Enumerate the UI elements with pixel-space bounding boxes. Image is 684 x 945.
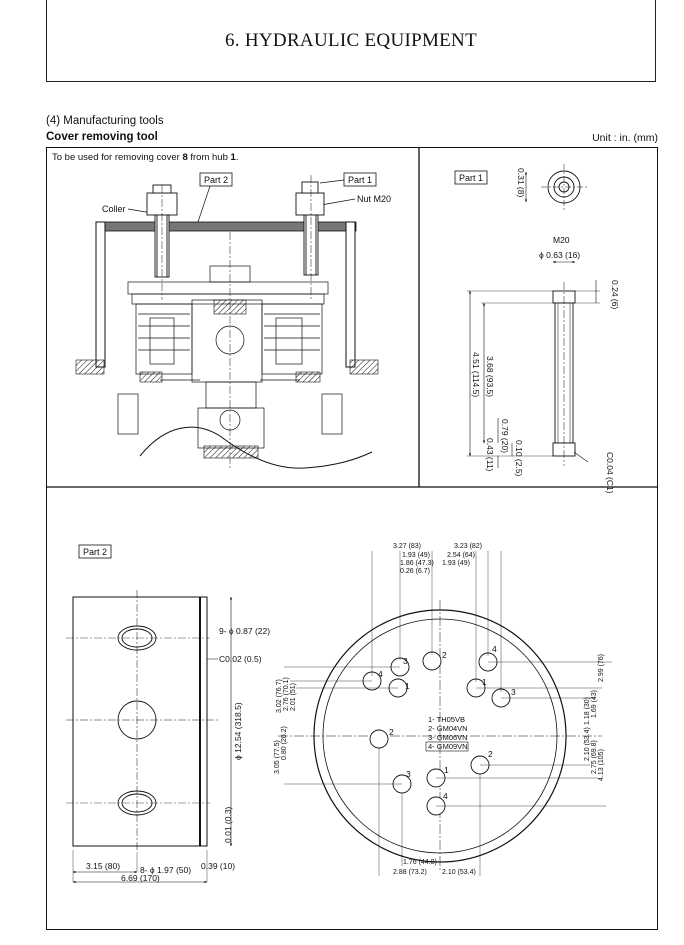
svg-text:4: 4 [492, 644, 497, 654]
assembly-view: To be used for removing cover 8 from hub… [52, 152, 391, 470]
part2-right-dim-4: 2.10 (53.4) [584, 727, 591, 761]
part2-width-1: 3.15 (80) [86, 861, 120, 871]
legend-item-2: 2- GM04VN [428, 724, 468, 733]
part1-tag: Part 1 [459, 173, 483, 183]
part1-view: Part 1 0.31 (8) M20 ϕ 0.63 (16) 4.51 (11… [454, 164, 620, 494]
unit-label: Unit : in. (mm) [592, 132, 658, 144]
svg-text:2: 2 [488, 749, 493, 759]
part2-tag: Part 2 [83, 547, 107, 557]
part1-dia: ϕ 0.63 (16) [539, 250, 580, 260]
svg-text:1: 1 [405, 681, 410, 691]
part1-top-thickness: 0.31 (8) [516, 168, 526, 197]
svg-text:2: 2 [442, 650, 447, 660]
part2-top-dims: 3.27 (83) 3.23 (82) 1.93 (49) 2.54 (64) … [371, 543, 502, 692]
part2-thickness: 0.39 (10) [201, 861, 235, 871]
part2-right-dim-6: 4.13 (105) [598, 749, 605, 781]
part2-left-dim-2: 2.76 (70.1) [283, 677, 290, 711]
section-heading: (4) Manufacturing tools [46, 115, 164, 127]
part2-bottom-dims: 1.76 (44.8) 2.88 (73.2) 2.10 (53.4) [378, 748, 481, 876]
coller-label: Coller [102, 204, 126, 214]
svg-text:4: 4 [443, 791, 448, 801]
svg-text:3: 3 [403, 656, 408, 666]
part2-bottom-dim-1: 1.76 (44.8) [403, 859, 437, 866]
part2-callout-box [199, 172, 233, 187]
legend-item-3: 3- GM06VN [428, 733, 468, 742]
part2-bore: 8- ϕ 1.97 (50) [140, 865, 191, 875]
svg-text:3: 3 [406, 769, 411, 779]
part2-top-dim-3: 1.93 (49) [402, 552, 430, 559]
part2-right-dim-5: 2.75 (69.8) [591, 740, 598, 774]
part2-top-dim-4: 2.54 (64) [447, 552, 475, 559]
svg-text:4: 4 [378, 669, 383, 679]
part1-d2: 0.10 (2.5) [514, 440, 524, 477]
part1-d1: 0.79 (20) [500, 419, 510, 453]
svg-text:1: 1 [482, 677, 487, 687]
part2-chamfer: C0.02 (0.5) [219, 654, 262, 664]
svg-text:2: 2 [389, 727, 394, 737]
tool-title: Cover removing tool [46, 131, 158, 143]
part2-top-dim-7: 0.26 (6.7) [400, 568, 430, 575]
part1-head: 0.24 (6) [610, 280, 620, 309]
part1-length-a: 3.68 (93.5) [485, 356, 495, 397]
part1-tag-box [454, 170, 488, 185]
part1-thread: M20 [553, 235, 570, 245]
part2-bottom-dim-2: 2.88 (73.2) [393, 869, 427, 876]
port-legend: 1- TH05VB 2- GM04VN 3- GM06VN 4- GM09VN [425, 715, 469, 752]
part1-d3: 0.43 (11) [485, 438, 495, 472]
part2-left-dim-3: 2.01 (51) [290, 683, 297, 711]
part2-left-dim-4: 3.05 (77.5) [274, 740, 281, 774]
part2-tag-box [78, 544, 112, 559]
assembly-note: To be used for removing cover 8 from hub… [52, 152, 238, 163]
page-header: 6. HYDRAULIC EQUIPMENT [46, 0, 656, 82]
part1-chamfer: C0.04 (C1) [605, 452, 615, 494]
nut-top-view [547, 170, 581, 204]
part1-length-b: 4.51 (114.5) [471, 352, 481, 397]
drawing-frame [46, 147, 658, 930]
legend-item-4: 4- GM09VN [428, 742, 468, 751]
svg-text:1: 1 [444, 765, 449, 775]
part2-right-dims: 2.99 (76) 1.69 (43) 1.18 (30) 2.10 (53.4… [436, 654, 612, 807]
nut-label: Nut M20 [357, 194, 391, 204]
part2-height: ϕ 12.54 (318.5) [233, 702, 243, 760]
part2-top-dim-2: 3.23 (82) [454, 543, 482, 550]
svg-text:3: 3 [511, 687, 516, 697]
part2-bottom-dim-3: 2.10 (53.4) [442, 869, 476, 876]
part2-right-dim-3: 1.18 (30) [584, 697, 591, 725]
part2-top-dim-1: 3.27 (83) [393, 543, 421, 550]
part1-callout-box [343, 172, 377, 187]
part2-callout: Part 2 [204, 175, 228, 185]
part2-top-dim-6: 1.93 (49) [442, 560, 470, 567]
part2-side-view [72, 596, 201, 847]
part2-left-dim-5: 0.80 (20.2) [281, 726, 288, 760]
part2-right-dim-2: 1.69 (43) [591, 690, 598, 718]
part2-left-dims: 3.02 (76.7) 2.76 (70.1) 2.01 (51) 3.05 (… [274, 666, 402, 785]
part2-top-dim-5: 1.86 (47.3) [400, 560, 434, 567]
part2-view: Part 2 9- ϕ 0.87 (22) C0.02 (0.5) ϕ 12.5… [66, 543, 612, 884]
part2-left-dim-1: 3.02 (76.7) [276, 679, 283, 713]
part2-holes: 9- ϕ 0.87 (22) [219, 626, 270, 636]
part2-right-dim-1: 2.99 (76) [598, 654, 605, 682]
part2-width-2: 6.69 (170) [121, 873, 160, 883]
part1-callout: Part 1 [348, 175, 372, 185]
page-title: 6. HYDRAULIC EQUIPMENT [224, 29, 477, 51]
part2-small: 0.01 (0.3) [223, 806, 233, 843]
legend-item-1: 1- TH05VB [428, 715, 465, 724]
